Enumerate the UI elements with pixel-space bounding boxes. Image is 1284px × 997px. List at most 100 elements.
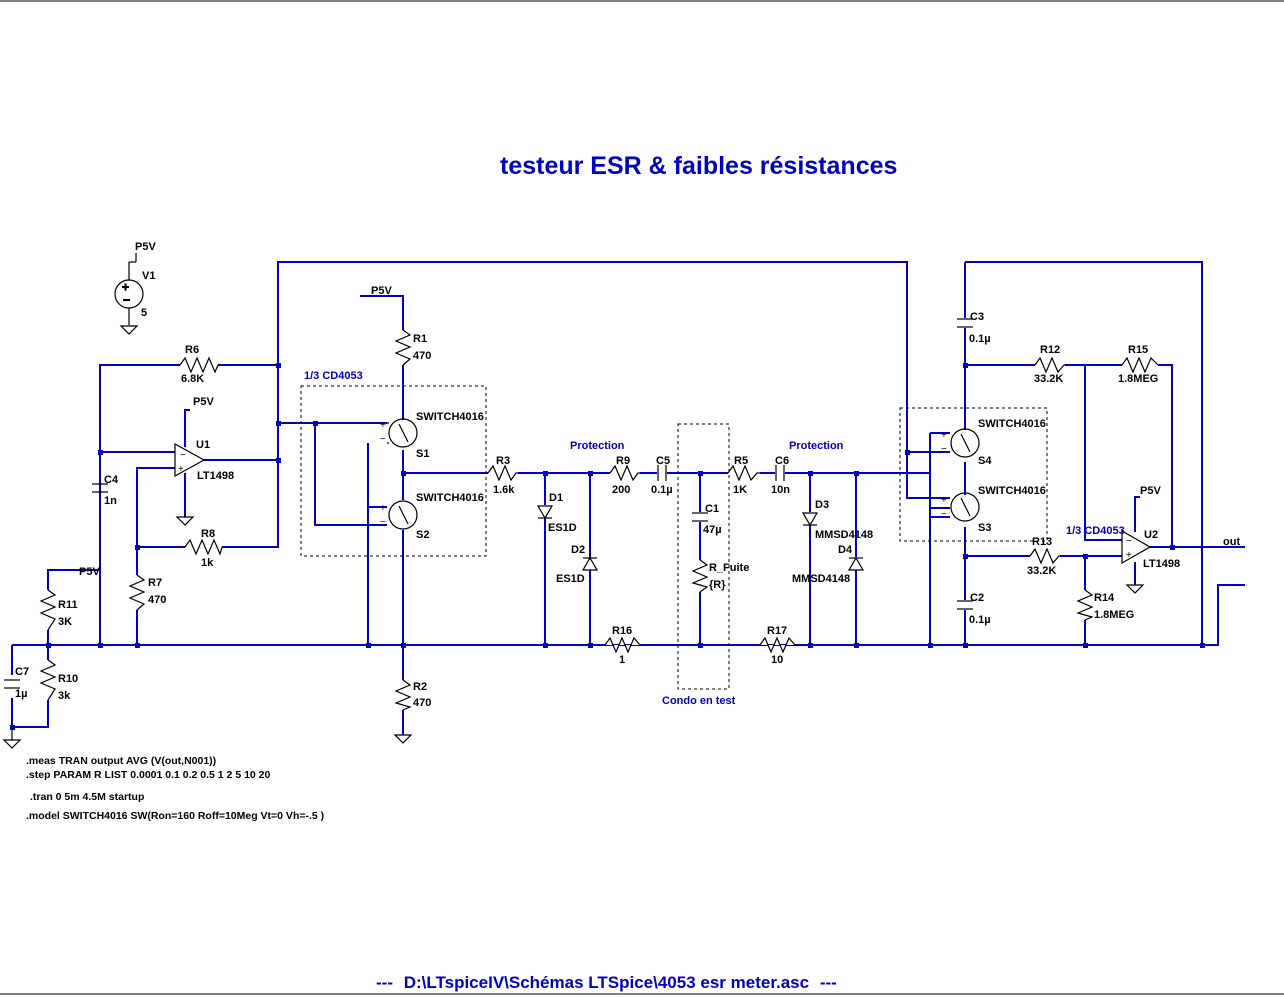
svg-text:+: +	[122, 280, 129, 294]
svg-text:+: +	[941, 495, 947, 506]
footer-dashes-right: ---	[819, 973, 837, 992]
svg-text:3K: 3K	[58, 616, 72, 628]
c4-plates	[92, 483, 108, 493]
svg-text:3k: 3k	[58, 690, 71, 702]
svg-text:LT1498: LT1498	[1143, 558, 1180, 570]
svg-text:Protection: Protection	[570, 440, 625, 452]
c1-plates	[692, 512, 708, 522]
svg-text:R11: R11	[58, 599, 78, 611]
svg-text:P5V: P5V	[135, 241, 156, 253]
svg-text:1n: 1n	[104, 495, 117, 507]
r17-zigzag	[759, 636, 796, 654]
svg-text:+: +	[380, 503, 386, 514]
c2-plates	[957, 600, 973, 610]
svg-text:−: −	[1126, 536, 1132, 547]
r15-zigzag	[1121, 356, 1159, 374]
svg-text:1/3 CD4053: 1/3 CD4053	[304, 370, 363, 382]
svg-text:R2: R2	[413, 681, 427, 693]
svg-text:S2: S2	[416, 529, 429, 541]
svg-text:0.1µ: 0.1µ	[969, 333, 991, 345]
svg-text:SWITCH4016: SWITCH4016	[978, 485, 1046, 497]
svg-text:ES1D: ES1D	[548, 522, 577, 534]
svg-text:R17: R17	[767, 625, 787, 637]
svg-text:47µ: 47µ	[703, 524, 722, 536]
c6-plates	[775, 465, 785, 481]
rfuite-zigzag	[691, 559, 709, 593]
cd4053-right-box	[899, 407, 1048, 542]
r3-zigzag	[487, 464, 518, 482]
svg-text:SWITCH4016: SWITCH4016	[416, 492, 484, 504]
svg-text:33.2K: 33.2K	[1034, 373, 1063, 385]
directive-step: .step PARAM R LIST 0.0001 0.1 0.2 0.5 1 …	[26, 769, 271, 781]
s1-switch-symbol	[387, 418, 418, 448]
ground-symbol-c7	[2, 739, 22, 749]
svg-text:P5V: P5V	[371, 285, 392, 297]
r6-zigzag	[179, 356, 219, 374]
ground-symbol-u1	[175, 516, 195, 526]
r9-zigzag	[609, 464, 640, 482]
c5-plates	[657, 465, 667, 481]
svg-text:{R}: {R}	[709, 579, 726, 591]
footer-path: D:\LTspiceIV\Schémas LTSpice\4053 esr me…	[403, 973, 810, 992]
svg-text:U2: U2	[1144, 529, 1158, 541]
svg-text:R1: R1	[413, 333, 427, 345]
svg-text:SWITCH4016: SWITCH4016	[416, 411, 484, 423]
svg-text:C3: C3	[970, 311, 984, 323]
schematic-title: testeur ESR & faibles résistances	[500, 152, 898, 180]
r8-zigzag	[184, 538, 223, 556]
svg-text:R15: R15	[1128, 344, 1148, 356]
svg-text:1K: 1K	[733, 484, 747, 496]
svg-text:P5V: P5V	[79, 566, 100, 578]
dashed-boxes	[300, 385, 1048, 690]
s2-switch-symbol	[388, 500, 418, 530]
s3-switch-symbol	[950, 492, 980, 522]
svg-text:R8: R8	[201, 528, 215, 540]
svg-text:S4: S4	[978, 455, 992, 467]
svg-text:33.2K: 33.2K	[1027, 565, 1056, 577]
svg-text:470: 470	[413, 697, 431, 709]
r7-zigzag	[128, 574, 146, 611]
svg-text:−: −	[180, 450, 186, 461]
component-labels: P5V V1 5 P5V R1 470 R6 6.8K P5V U1 LT149…	[15, 241, 1240, 709]
r10-zigzag	[39, 659, 57, 701]
r16-zigzag	[604, 636, 641, 654]
svg-text:+: +	[380, 420, 386, 431]
svg-text:1.8MEG: 1.8MEG	[1118, 373, 1158, 385]
svg-text:0.1µ: 0.1µ	[651, 484, 673, 496]
svg-text:S1: S1	[416, 448, 429, 460]
directive-tran: .tran 0 5m 4.5M startup	[30, 791, 144, 803]
svg-text:R6: R6	[185, 344, 199, 356]
svg-text:R5: R5	[734, 455, 748, 467]
svg-text:U1: U1	[196, 439, 210, 451]
svg-text:R_Fuite: R_Fuite	[709, 562, 749, 574]
svg-text:R13: R13	[1032, 536, 1052, 548]
svg-text:LT1498: LT1498	[197, 470, 234, 482]
svg-text:C1: C1	[705, 503, 719, 515]
ground-symbol-v1	[119, 325, 139, 335]
s4-switch-symbol	[950, 428, 980, 458]
svg-text:R10: R10	[58, 673, 78, 685]
svg-text:ES1D: ES1D	[556, 573, 585, 585]
svg-text:1k: 1k	[201, 557, 214, 569]
ground-symbol-u2	[1125, 584, 1145, 594]
svg-text:C6: C6	[775, 455, 789, 467]
svg-text:R7: R7	[148, 577, 162, 589]
svg-text:−: −	[380, 517, 386, 528]
condo-test-box	[677, 423, 730, 690]
svg-text:D3: D3	[815, 499, 829, 511]
u1-opamp-symbol	[174, 442, 206, 478]
c7-plates	[4, 679, 20, 689]
svg-text:10: 10	[771, 654, 783, 666]
svg-text:out: out	[1223, 536, 1240, 548]
svg-text:R14: R14	[1094, 592, 1115, 604]
directive-meas: .meas TRAN output AVG (V(out,N001))	[26, 755, 216, 767]
file-path-footer: --- D:\LTspiceIV\Schémas LTSpice\4053 es…	[376, 973, 837, 993]
svg-text:+: +	[1126, 550, 1132, 561]
svg-text:200: 200	[612, 484, 630, 496]
cd4053-left-box	[300, 385, 487, 557]
footer-dashes-left: ---	[376, 973, 393, 992]
svg-text:SWITCH4016: SWITCH4016	[978, 418, 1046, 430]
d1-symbol	[536, 505, 554, 520]
u2-opamp-symbol	[1121, 529, 1152, 565]
